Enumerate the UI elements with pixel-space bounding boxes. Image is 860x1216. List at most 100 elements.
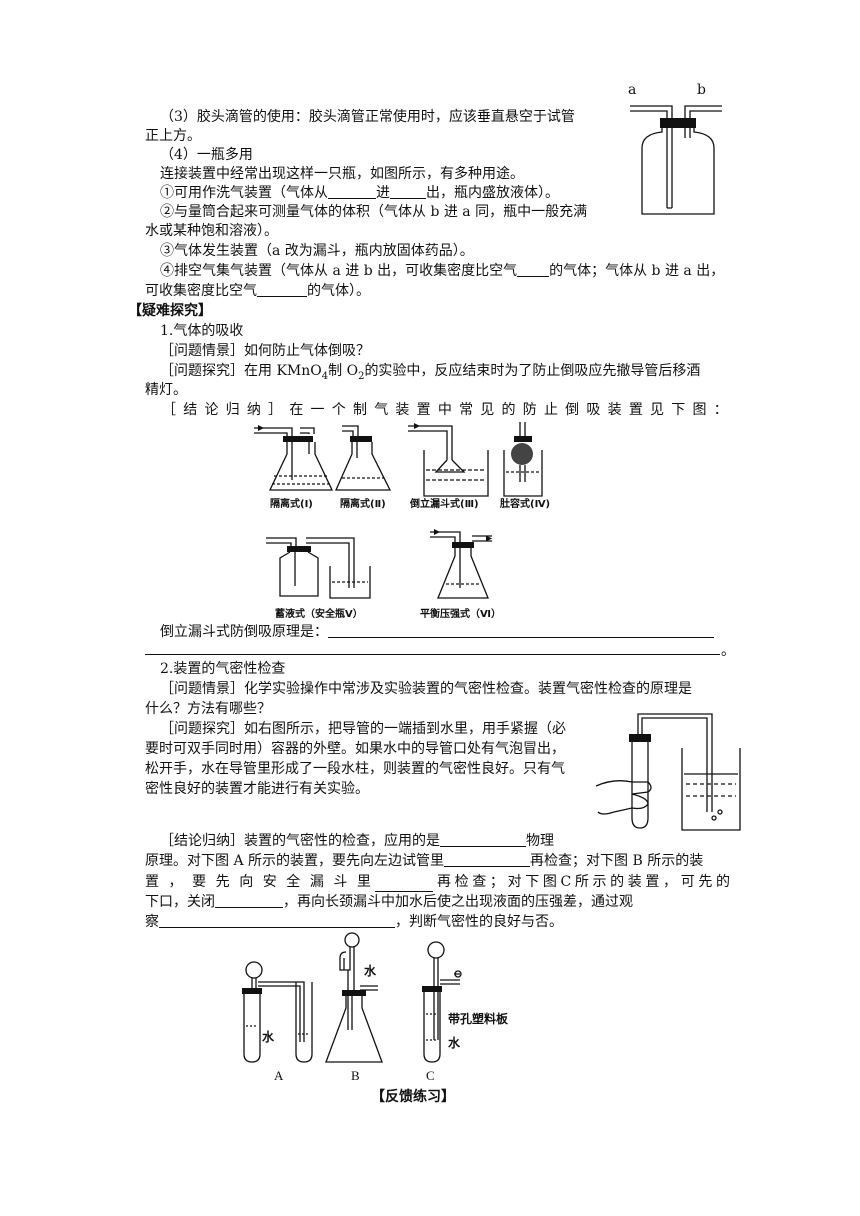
conclusion-char: 气	[374, 402, 389, 418]
fig-label-isolation-1: 隔离式(Ⅰ)	[270, 499, 313, 510]
label-C: C	[426, 1068, 435, 1083]
use4-text-c: 可收集密度比空气	[145, 283, 257, 299]
use4-line1: ④排空气集气装置（气体从 a 进 b 出，可收集密度比空气的气体；气体从 b 进…	[160, 262, 724, 281]
t2c5-a: 察	[145, 914, 159, 930]
use3-line: ③气体发生装置（a 改为漏斗，瓶内放固体药品）。	[160, 243, 474, 259]
use1-text-a: ①可用作洗气装置（气体从	[160, 185, 328, 201]
anti-suckback-figures-row2	[266, 529, 492, 599]
conclusion-char: 见	[480, 402, 495, 418]
t2c5-b: ，判断气密性的良好与否。	[395, 914, 563, 930]
multi-use-bottle-figure	[630, 105, 722, 215]
conclusion-char: 的	[501, 402, 516, 418]
item3-line2: 正上方。	[145, 128, 201, 144]
conclusion-char: 安	[262, 874, 277, 890]
fig-label-inverted-funnel: 倒立漏斗式(Ⅲ)	[410, 499, 479, 510]
blank-left-tube	[444, 852, 531, 867]
label-A: A	[274, 1068, 284, 1083]
conclusion-char: 向	[239, 874, 254, 890]
conclusion-char: ：	[713, 402, 728, 418]
fig-label-safety-bottle: 蓄液式（安全瓶Ⅴ）	[275, 609, 363, 620]
topic2-title: 2.装置的气密性检查	[160, 661, 286, 677]
t1p-a: ［问题探究］在用 KMnO	[160, 363, 322, 379]
conclusion-char: 全	[286, 874, 301, 890]
conclusion-char: 吸	[586, 402, 601, 418]
conclusion-char: 常	[459, 402, 474, 418]
use4-text-b: 的气体；气体从 b 进 a 出，	[549, 263, 725, 279]
use2-line2: 水或某种饱和溶液）。	[145, 223, 278, 239]
conclusion-char: 示	[592, 874, 607, 890]
conclusion-char: 下	[525, 874, 540, 890]
conclusion-char: ［	[162, 402, 176, 418]
conclusion-char: 倒	[565, 402, 580, 418]
t2c3-part-a: 置，要先向安全漏斗里	[145, 873, 371, 892]
blank-density-smaller	[257, 282, 307, 297]
t2c4-b: ，再向长颈漏斗中加水后使之出现液面的压强差，通过观	[283, 894, 633, 910]
blank-density-greater	[517, 262, 550, 277]
conclusion-char: 要	[192, 874, 207, 890]
conclusion-char: 个	[331, 402, 346, 418]
conclusion-char: 里	[356, 874, 371, 890]
conclusion-char: 下	[671, 402, 686, 418]
conclusion-char: 归	[225, 402, 240, 418]
label-porous-plate: 带孔塑料板	[448, 1012, 509, 1026]
conclusion-char: ；	[489, 874, 504, 890]
topic2-conclusion-line2: 原理。对下图 A 所示的装置，要先向左边试管里 再检查；对下图 B 所示的装	[145, 852, 703, 871]
conclusion-char: 对	[507, 874, 522, 890]
fig-label-pressure-balance: 平衡压强式（Ⅵ）	[420, 609, 501, 620]
conclusion-char: 查	[472, 874, 487, 890]
conclusion-char: 防	[522, 402, 537, 418]
blank-gas-out	[390, 184, 426, 199]
topic1-explore-line2: 精灯。	[145, 382, 187, 398]
conclusion-char: 装	[395, 402, 410, 418]
topic1-conclusion-line: ［结论归纳］在一个制气装置中常见的防止倒吸装置见下图：	[162, 401, 728, 420]
principle-end: 。	[721, 643, 735, 659]
t1p-sub2: 2	[358, 370, 365, 382]
t1p-b: 制 O	[328, 363, 359, 379]
bottle-label-b: b	[697, 82, 706, 98]
blank-physics-principle	[440, 832, 526, 847]
use1-line: ①可用作洗气装置（气体从 进 出，瓶内盛放液体）。	[160, 184, 559, 203]
blank-principle-1	[328, 623, 714, 638]
topic2-explore-line4: 密性良好的装置才能进行有关实验。	[145, 781, 369, 797]
use1-text-c: 出，瓶内盛放液体）。	[426, 185, 559, 201]
conclusion-char: 置	[416, 402, 431, 418]
t2c2-a: 原理。对下图 A 所示的装置，要先向左边试管里	[145, 853, 445, 869]
conclusion-char: 检	[454, 874, 469, 890]
blank-safety-funnel	[375, 877, 433, 892]
use2-line1: ②与量筒合起来可测量气体的体积（气体从 b 进 a 同，瓶中一般充满	[160, 204, 588, 220]
conclusion-char: 先	[215, 874, 230, 890]
conclusion-char: 置	[628, 402, 643, 418]
explore-heading: 【疑难探究】	[128, 303, 212, 319]
conclusion-char: 的	[610, 874, 625, 890]
item4-title: （4）一瓶多用	[160, 147, 253, 163]
t1p-sub1: 4	[321, 370, 329, 382]
use4-text-d: 的气体）。	[307, 283, 370, 299]
t2c2-b: 再检查；对下图 B 所示的装	[530, 853, 704, 869]
fig-label-isolation-2: 隔离式(Ⅱ)	[340, 499, 386, 510]
conclusion-char: 可	[680, 874, 695, 890]
topic2-question-line2: 什么？方法有哪些？	[145, 701, 271, 717]
conclusion-char: ，	[168, 874, 183, 890]
conclusion-char: 再	[437, 874, 451, 890]
bottle-label-a: a	[628, 82, 637, 98]
topic2-conclusion-line4: 下口，关闭，再向长颈漏斗中加水后使之出现液面的压强差，通过观	[145, 893, 633, 912]
abc-apparatus-figure	[242, 932, 462, 1063]
topic2-explore-line2: 要时可双手同时用）容器的外壁。如果水中的导管口处有气泡冒出，	[145, 741, 565, 757]
airtightness-check-figure	[595, 713, 741, 831]
conclusion-char: 斗	[333, 874, 348, 890]
conclusion-char: 论	[204, 402, 219, 418]
conclusion-char: 置	[645, 874, 660, 890]
conclusion-char: 见	[650, 402, 665, 418]
principle-line: 倒立漏斗式防倒吸原理是：	[160, 623, 714, 642]
label-B: B	[351, 1068, 360, 1083]
conclusion-char: 结	[183, 402, 198, 418]
topic1-explore-line1: ［问题探究］在用 KMnO4制 O2的实验中，反应结束时为了防止倒吸应先撤导管后…	[160, 362, 700, 386]
conclusion-char: 装	[627, 874, 642, 890]
conclusion-char: 在	[289, 402, 304, 418]
topic1-title: 1.气体的吸收	[160, 323, 244, 339]
conclusion-char: 所	[574, 874, 589, 890]
topic2-explore-line3: 松开手，水在导管里形成了一段水柱，则装置的气密性良好。只有气	[145, 761, 565, 777]
conclusion-char: 图	[692, 402, 707, 418]
use1-text-b: 进	[376, 185, 390, 201]
conclusion-char: 装	[607, 402, 622, 418]
